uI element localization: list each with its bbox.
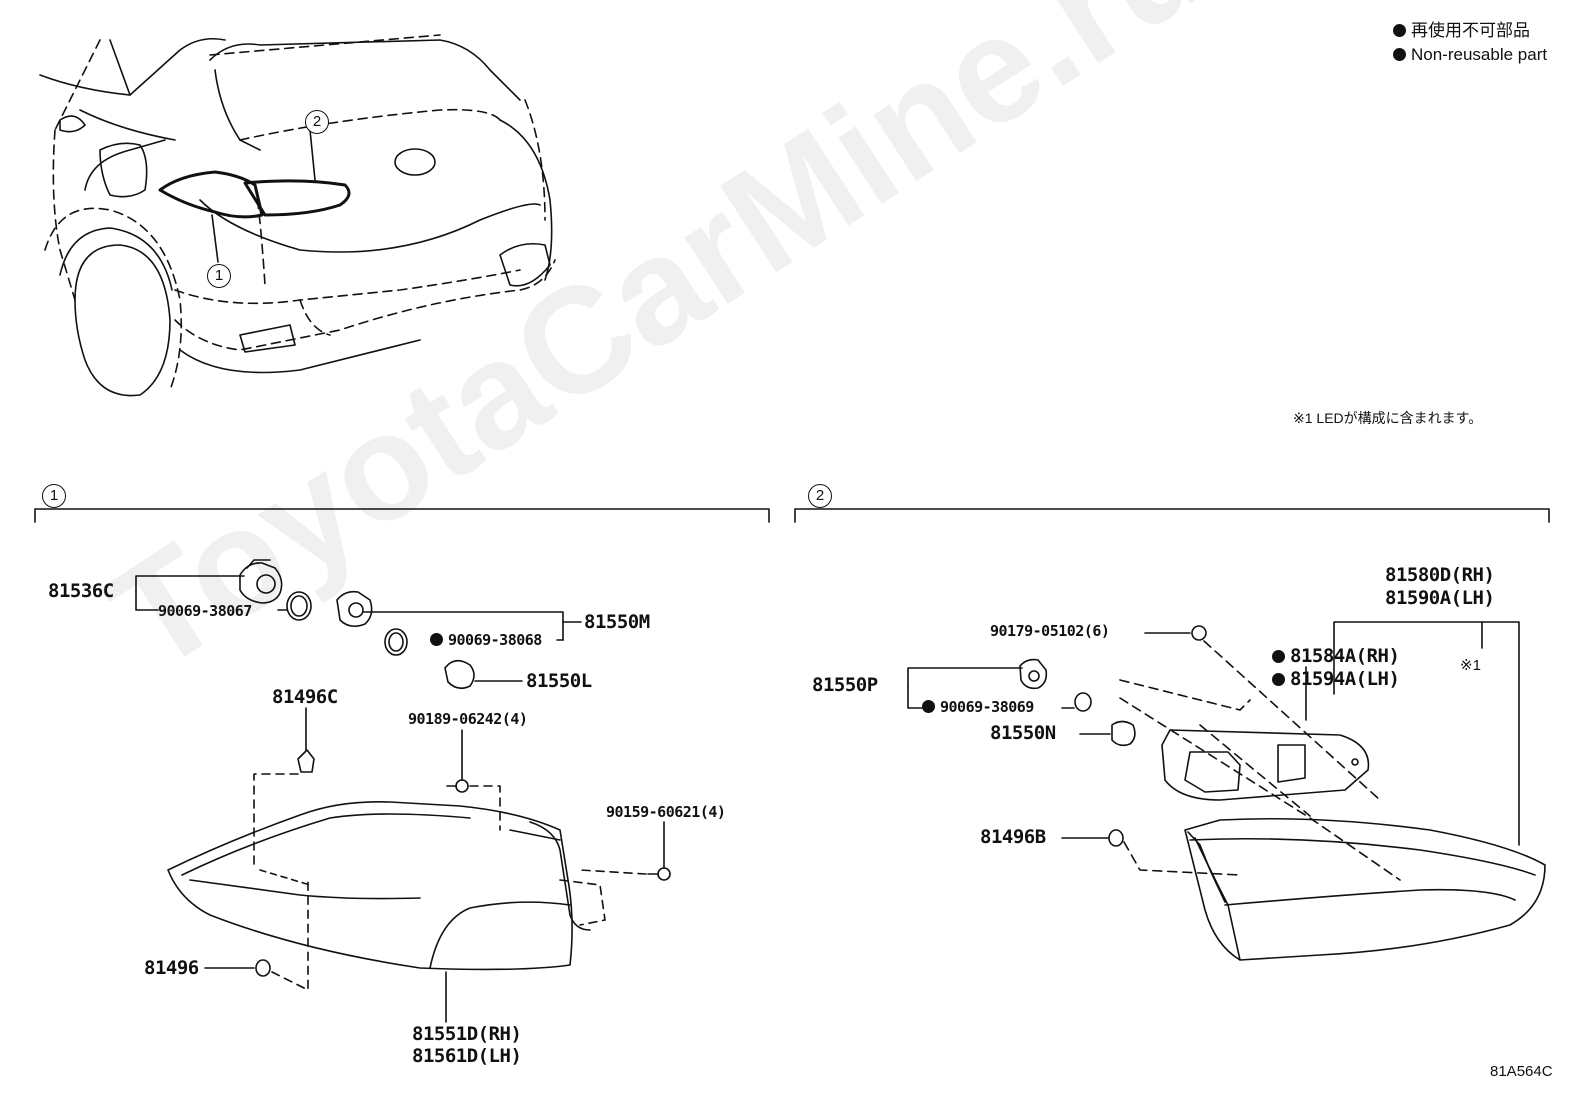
tail-lamp-81580d-shape bbox=[1184, 817, 1546, 961]
bulb-81550l-shape bbox=[444, 659, 475, 690]
part-81580d-rh[interactable]: 81580D(RH) bbox=[1385, 564, 1495, 586]
part-90069-38067[interactable]: 90069-38067 bbox=[158, 602, 252, 620]
section-brackets bbox=[34, 508, 1550, 523]
part-81594a-lh-row[interactable]: 81594A(LH) bbox=[1272, 668, 1400, 690]
led-note: ※1 LEDが構成に含まれます。 bbox=[1293, 410, 1483, 426]
socket-81536c-shape bbox=[239, 559, 283, 604]
part-81550m[interactable]: 81550M bbox=[584, 611, 650, 633]
diagram-reference-code: 81A564C bbox=[1490, 1063, 1553, 1080]
part-81584a-rh: 81584A(RH) bbox=[1290, 645, 1400, 667]
part-81584a-rh-row[interactable]: 81584A(RH) bbox=[1272, 645, 1400, 667]
part-81496[interactable]: 81496 bbox=[144, 957, 199, 979]
part-81594a-lh: 81594A(LH) bbox=[1290, 668, 1400, 690]
legend-text-jp: 再使用不可部品 bbox=[1411, 21, 1530, 40]
grommet-81496b-shape bbox=[1108, 829, 1124, 847]
part-81550n[interactable]: 81550N bbox=[990, 722, 1056, 744]
part-90069-38068: 90069-38068 bbox=[448, 631, 542, 649]
socket-81550m-shape bbox=[336, 590, 373, 628]
part-90069-38068-row[interactable]: 90069-38068 bbox=[430, 633, 542, 648]
section1-drawing bbox=[135, 559, 671, 1023]
part-81590a-lh[interactable]: 81590A(LH) bbox=[1385, 587, 1495, 609]
screw-90179-shape bbox=[1191, 625, 1207, 641]
callout-2-vehicle[interactable]: 2 bbox=[305, 110, 329, 134]
clip-81496c-shape bbox=[297, 749, 315, 773]
part-90179-05102[interactable]: 90179-05102(6) bbox=[990, 622, 1110, 640]
part-90159-60621[interactable]: 90159-60621(4) bbox=[606, 803, 726, 821]
section-1-marker: 1 bbox=[42, 484, 66, 508]
screw-90159-shape bbox=[647, 867, 671, 881]
non-reusable-dot-icon bbox=[1272, 673, 1285, 686]
part-81536c[interactable]: 81536C bbox=[48, 580, 114, 602]
non-reusable-dot-icon bbox=[1272, 650, 1285, 663]
part-81551d-rh[interactable]: 81551D(RH) bbox=[412, 1023, 522, 1045]
grommet-81496-shape bbox=[255, 959, 271, 977]
legend-item-jp: 再使用不可部品 bbox=[1393, 22, 1530, 39]
section-2-marker: 2 bbox=[808, 484, 832, 508]
tail-lamp-81551d-shape bbox=[167, 800, 606, 971]
part-90069-38069-row[interactable]: 90069-38069 bbox=[922, 700, 1034, 715]
part-81550l[interactable]: 81550L bbox=[526, 670, 592, 692]
non-reusable-dot-icon bbox=[1393, 24, 1406, 37]
callout-1-vehicle[interactable]: 1 bbox=[207, 264, 231, 288]
part-90069-38069: 90069-38069 bbox=[940, 698, 1034, 716]
section2-drawing bbox=[907, 621, 1546, 961]
socket-81550p-shape bbox=[1019, 658, 1048, 690]
screw-90189-shape bbox=[446, 779, 469, 793]
led-reference-mark: ※1 bbox=[1460, 657, 1481, 674]
non-reusable-dot-icon bbox=[922, 700, 935, 713]
part-90189-06242[interactable]: 90189-06242(4) bbox=[408, 710, 528, 728]
bulb-81550n-shape bbox=[1111, 720, 1136, 747]
vehicle-rear-illustration bbox=[39, 34, 556, 397]
part-81496c[interactable]: 81496C bbox=[272, 686, 338, 708]
part-81496b[interactable]: 81496B bbox=[980, 826, 1046, 848]
non-reusable-dot-icon bbox=[430, 633, 443, 646]
legend-text-en: Non-reusable part bbox=[1411, 45, 1548, 64]
part-81561d-lh[interactable]: 81561D(LH) bbox=[412, 1045, 522, 1067]
part-81550p[interactable]: 81550P bbox=[812, 674, 878, 696]
reflector-plate-81584a-shape bbox=[1161, 729, 1370, 801]
legend-item-en: Non-reusable part bbox=[1393, 46, 1547, 63]
gasket-38067-shape bbox=[286, 591, 312, 621]
non-reusable-dot-icon bbox=[1393, 48, 1406, 61]
